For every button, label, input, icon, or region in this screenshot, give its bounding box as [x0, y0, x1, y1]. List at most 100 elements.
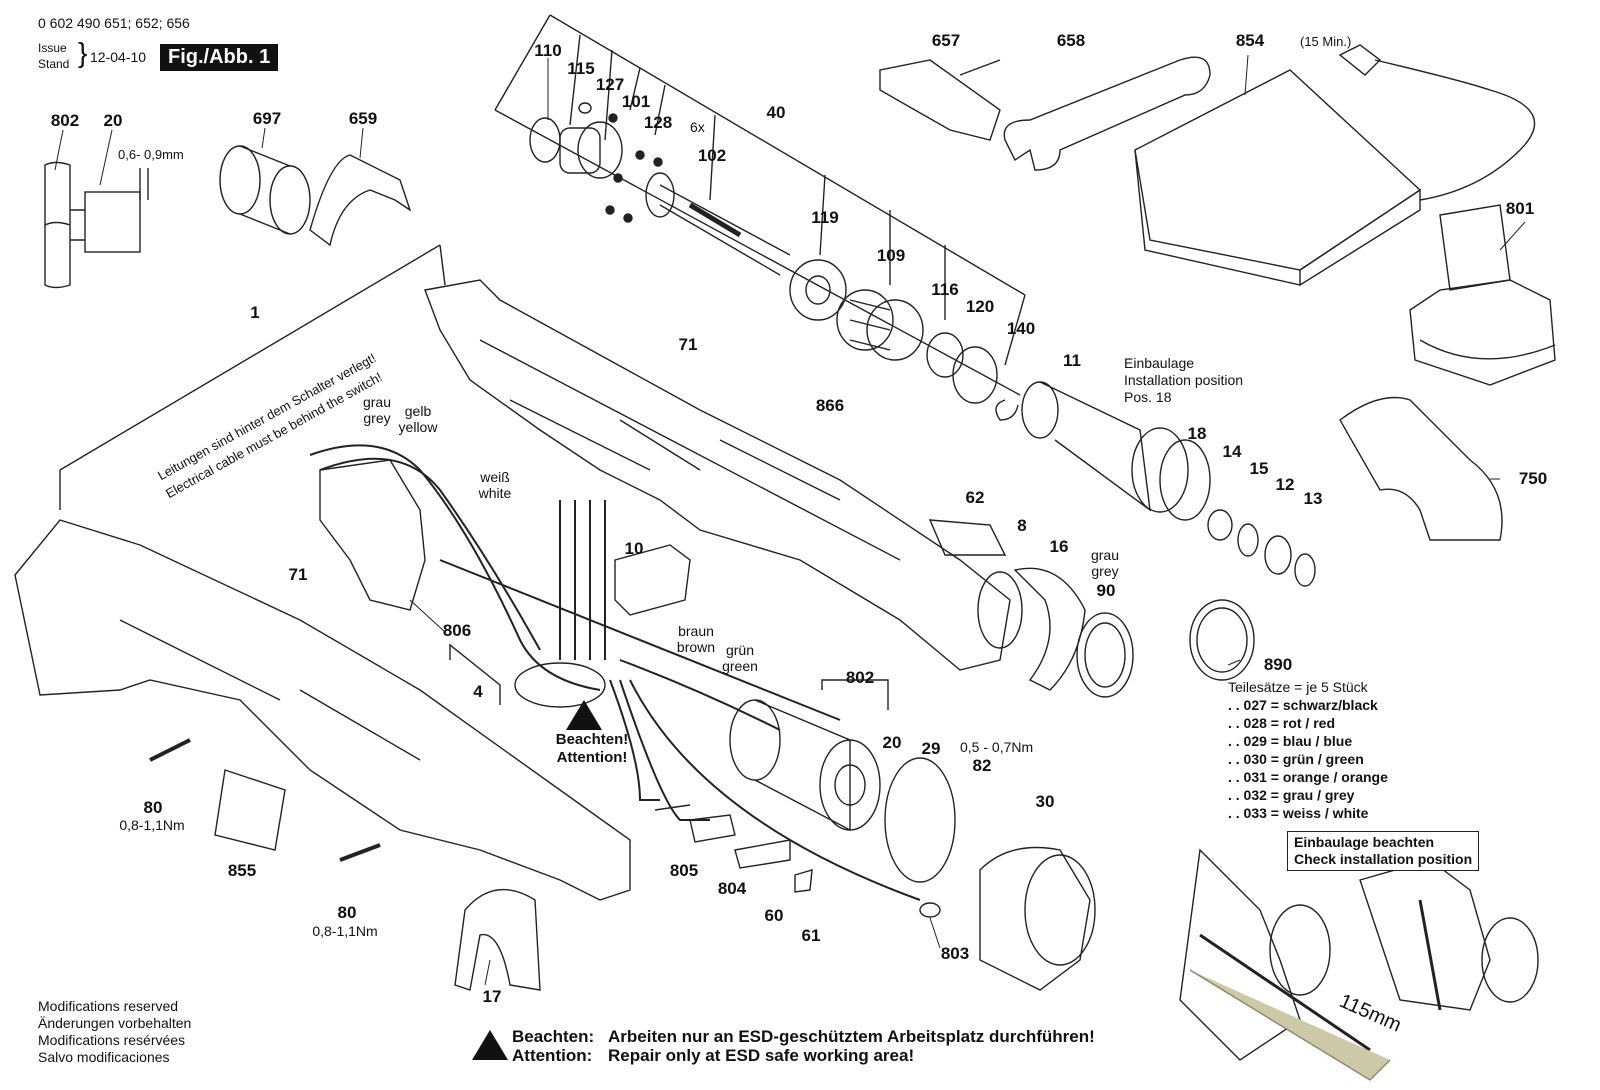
callout-14: 14: [1222, 442, 1242, 461]
wire-yellow: yellow: [398, 419, 438, 435]
install-en: Installation position: [1124, 372, 1244, 388]
part-802-shaft: [44, 161, 149, 289]
leader-lines: [54, 54, 1526, 986]
callout-658: 658: [1056, 31, 1086, 50]
callout-109: 109: [876, 246, 906, 265]
part-29-disc: [884, 757, 956, 883]
installation-detail: [1179, 848, 1539, 1081]
part-11-coupling: [1021, 381, 1316, 681]
callout-71-top: 71: [678, 335, 698, 354]
install-de: Einbaulage: [1124, 355, 1195, 371]
callout-102: 102: [697, 146, 727, 165]
torque-80-lower: 0,8-1,1Nm: [312, 923, 378, 939]
esd-warning-triangle-icon: [472, 1030, 508, 1060]
part-659-clip: [309, 154, 412, 247]
kit-set-item: . . 027 = schwarz/black: [1228, 697, 1378, 713]
esd-warning-de-label: Beachten:: [512, 1027, 595, 1046]
part-866-housing: [424, 279, 1011, 671]
wire-gelb: gelb: [404, 403, 432, 419]
screw-80a: [149, 738, 191, 762]
figure-label: Fig./Abb. 1: [160, 44, 279, 71]
callout-12: 12: [1275, 475, 1295, 494]
callout-127: 127: [595, 75, 625, 94]
brace: }: [78, 37, 88, 68]
rings-8-16-90: [977, 567, 1134, 698]
wire-grau-2: grau: [1090, 547, 1120, 563]
callout-62: 62: [965, 488, 985, 507]
part-switch: [319, 459, 426, 611]
part-61: [794, 869, 813, 893]
kit-set-item: . . 031 = orange / orange: [1228, 769, 1388, 785]
gap-spec: 0,6- 0,9mm: [118, 147, 184, 162]
callout-13: 13: [1303, 489, 1323, 508]
kit-sets-title: Teilesätze = je 5 Stück: [1228, 679, 1368, 695]
callout-804: 804: [717, 879, 747, 898]
part-10: [614, 544, 691, 616]
callout-20: 20: [103, 111, 123, 130]
part-802-motor: [729, 699, 881, 832]
callout-659: 659: [348, 109, 378, 128]
modifications-line: Modifications reserved: [38, 998, 179, 1014]
stand-label: Stand: [38, 57, 70, 71]
callout-8: 8: [1017, 516, 1027, 535]
part-804: [689, 814, 736, 843]
callout-805: 805: [669, 861, 699, 880]
wire-braun: braun: [678, 623, 714, 639]
callout-866: 866: [815, 396, 845, 415]
callout-4: 4: [473, 682, 483, 701]
callout-854: 854: [1235, 31, 1265, 50]
callout-115: 115: [567, 59, 595, 78]
spindle-parts: [529, 102, 1019, 421]
handle-housing-left: [14, 519, 631, 901]
check-box-line-2: Check installation position: [1294, 850, 1473, 867]
torque-80-upper: 0,8-1,1Nm: [119, 817, 185, 833]
kit-set-item: . . 032 = grau / grey: [1228, 787, 1355, 803]
callout-890: 890: [1263, 655, 1293, 674]
callout-18: 18: [1187, 424, 1207, 443]
wires: [309, 444, 921, 901]
callout-803: 803: [940, 944, 970, 963]
warning-triangle-icon: [566, 700, 602, 730]
attention-note: Attention!: [556, 749, 628, 766]
callout-657: 657: [931, 31, 961, 50]
issue-date: 12-04-10: [90, 49, 147, 65]
kit-set-item: . . 028 = rot / red: [1228, 715, 1335, 731]
callout-697: 697: [252, 109, 282, 128]
kit-sets-list: . . 027 = schwarz/black . . 028 = rot / …: [1228, 696, 1388, 822]
callout-17: 17: [482, 987, 502, 1006]
callout-855: 855: [227, 861, 257, 880]
callout-29: 29: [921, 739, 941, 758]
model-numbers: 0 602 490 651; 652; 656: [38, 15, 190, 31]
modifications-line: Änderungen vorbehalten: [38, 1015, 192, 1031]
bracket-group-1: [59, 244, 446, 510]
part-30-gear: [979, 846, 1096, 991]
wire-brown: brown: [676, 639, 716, 655]
callout-750: 750: [1518, 469, 1548, 488]
callout-80-upper: 80: [143, 798, 163, 817]
kit-set-item: . . 029 = blau / blue: [1228, 733, 1353, 749]
part-657-tool: [879, 59, 1001, 141]
callout-10: 10: [624, 539, 644, 558]
kit-set-item: . . 033 = weiss / white: [1228, 805, 1369, 821]
install-pos: Pos. 18: [1124, 389, 1172, 405]
callout-15: 15: [1249, 459, 1269, 478]
callout-120: 120: [965, 297, 995, 316]
modifications-line: Modifications resérvées: [38, 1032, 186, 1048]
part-855-label: [214, 769, 286, 851]
callout-1: 1: [250, 303, 260, 322]
callout-806: 806: [442, 621, 472, 640]
callout-40: 40: [766, 103, 786, 122]
part-803: [919, 902, 941, 918]
check-installation-box: Einbaulage beachten Check installation p…: [1287, 831, 1480, 871]
wire-gruen: grün: [725, 642, 755, 658]
screw-80b: [339, 843, 381, 862]
kit-set-item: . . 030 = grün / green: [1228, 751, 1364, 767]
callout-116: 116: [931, 280, 959, 299]
wire-green: green: [722, 658, 758, 674]
callout-802: 802: [50, 111, 80, 130]
esd-warning-de-text: Arbeiten nur an ESD-geschütztem Arbeitsp…: [608, 1027, 1095, 1046]
callout-61: 61: [801, 926, 821, 945]
esd-warning-en-text: Repair only at ESD safe working area!: [608, 1046, 915, 1065]
wire-grey-2: grey: [1091, 563, 1119, 579]
